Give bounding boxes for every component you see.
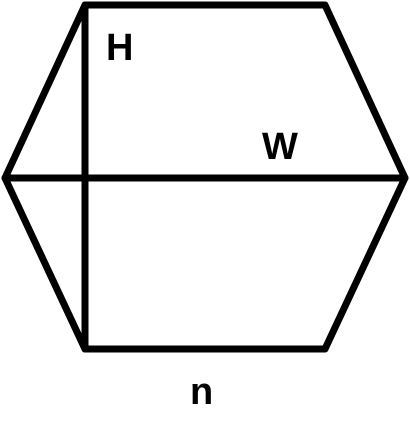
height-label: H (106, 27, 133, 69)
width-label: W (262, 126, 298, 168)
side-label: n (190, 371, 213, 413)
